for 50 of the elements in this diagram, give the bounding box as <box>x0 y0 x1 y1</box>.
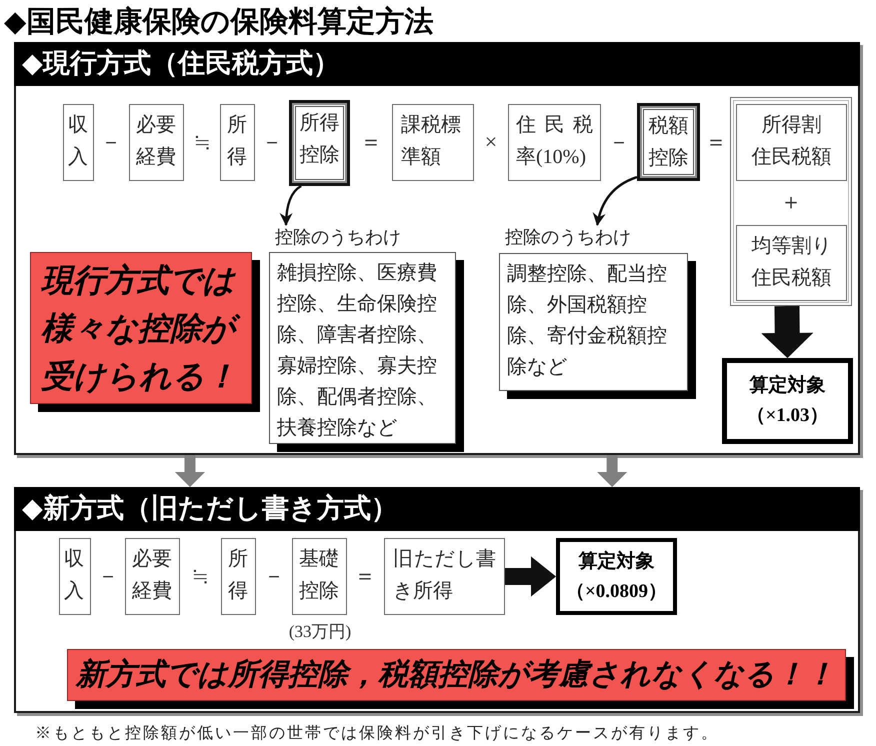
formula-term: 所得 <box>220 104 255 181</box>
formula-term: 所得割住民税額 <box>736 104 847 181</box>
list-heading: 控除のうちわけ <box>275 226 401 250</box>
block-arrow <box>505 556 556 596</box>
rate-text: （×1.03） <box>746 404 829 428</box>
curved-arrow <box>280 184 302 226</box>
block-arrow <box>761 306 814 358</box>
operator-sign: ＋ <box>780 189 802 215</box>
operator-sign: － <box>263 563 285 589</box>
section-panel <box>14 487 860 713</box>
operator-sign: ≒ <box>192 563 208 589</box>
formula-term: 収入 <box>63 104 94 181</box>
rate-text: （×0.0809） <box>566 580 668 604</box>
footnote-text: ※もともと控除額が低い一部の世帯では保険料が引き下げになるケースが有ります。 <box>35 724 719 744</box>
operator-sign: ＝ <box>360 129 382 155</box>
formula-term: 必要経費 <box>129 104 184 181</box>
operator-sign: ＝ <box>354 563 376 589</box>
operator-sign: － <box>261 129 283 155</box>
formula-term: 均等割り住民税額 <box>736 225 847 301</box>
block-arrow <box>174 455 205 487</box>
highlighted-term: 所得控除 <box>289 100 350 186</box>
formula-term: 所得 <box>221 538 256 615</box>
operator-sign: ＝ <box>705 129 727 155</box>
section-header: ◆現行方式（住民税方式） <box>14 42 860 86</box>
operator-sign: － <box>97 563 119 589</box>
list-text: 雑損控除、医療費控除、生命保険控除、障害者控除、寡婦控除、寡夫控除、配偶者控除、扶養控除など <box>277 259 438 441</box>
result-frame <box>722 358 853 444</box>
operator-sign: × <box>484 129 498 155</box>
operator-sign: － <box>100 129 122 155</box>
formula-term: 課税標準額 <box>392 104 474 181</box>
formula-term: 収入 <box>59 538 91 615</box>
list-heading: 控除のうちわけ <box>505 226 631 250</box>
section-header: ◆新方式（旧ただし書き方式） <box>14 487 860 531</box>
curved-arrow <box>593 176 638 226</box>
page-title: ◆国民健康保険の保険料算定方法 <box>4 3 434 39</box>
list-text: 調整控除、配当控除、外国税額控除、寄付金税額控除など <box>507 260 668 380</box>
result-label: 算定対象 <box>578 550 654 574</box>
result-label: 算定対象 <box>750 374 826 398</box>
section-panel <box>14 42 860 455</box>
operator-sign: ≒ <box>194 129 210 155</box>
group-frame <box>730 97 852 306</box>
formula-term: 基礎控除 <box>292 538 347 615</box>
operator-sign: － <box>608 129 630 155</box>
result-frame <box>556 538 677 615</box>
formula-term: 住民税率(10%) <box>508 104 601 181</box>
highlighted-term: 税額控除 <box>637 103 700 181</box>
formula-term: 旧ただし書き所得 <box>384 538 505 615</box>
amount-note: (33万円) <box>288 621 352 643</box>
formula-term: 必要経費 <box>125 538 180 615</box>
block-arrow <box>597 455 628 487</box>
